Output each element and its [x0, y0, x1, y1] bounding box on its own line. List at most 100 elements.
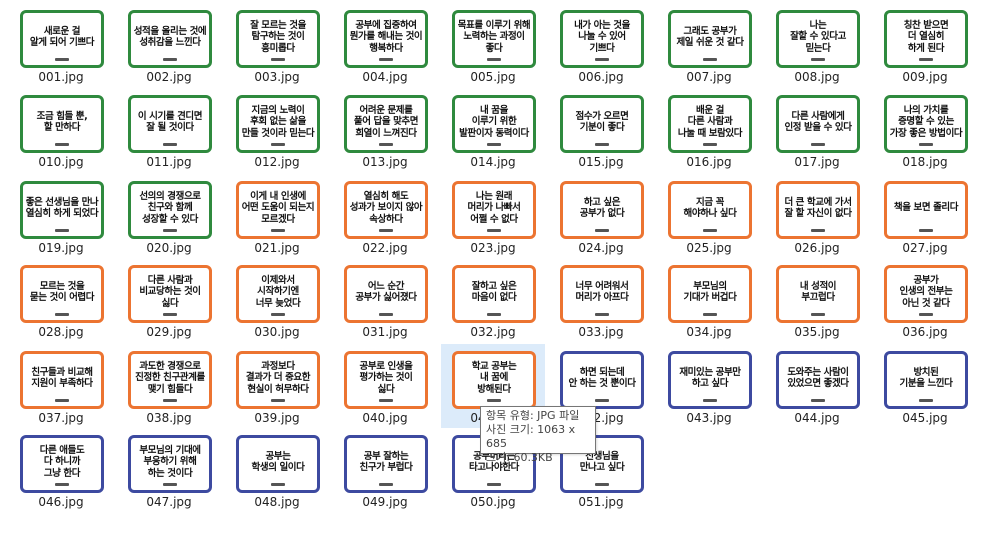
thumbnail-text: 다른 사람과 비교당하는 것이 싫다: [139, 274, 201, 309]
file-name: 005.jpg: [470, 70, 516, 84]
thumbnail-logo-icon: [919, 313, 933, 316]
file-item[interactable]: 지금 꼭 해야하나 싶다 025.jpg: [657, 174, 761, 258]
thumbnail-logo-icon: [55, 313, 69, 316]
thumbnail-logo-icon: [379, 313, 393, 316]
file-item[interactable]: 이게 내 인생에 어떤 도움이 되는지 모르겠다 021.jpg: [225, 174, 329, 258]
tooltip-file-type: 항목 유형: JPG 파일: [486, 409, 580, 422]
thumbnail-logo-icon: [487, 229, 501, 232]
thumbnail-image: 너무 어려워서 머리가 아프다: [560, 265, 644, 323]
thumbnail-text: 점수가 오르면 기분이 좋다: [575, 110, 629, 134]
thumbnail-image: 새로운 걸 알게 되어 기쁘다: [20, 10, 104, 68]
thumbnail-logo-icon: [487, 483, 501, 486]
thumbnail-image: 지금 꼭 해야하나 싶다: [668, 181, 752, 239]
thumbnail-text: 선생님을 만나고 싶다: [579, 450, 625, 474]
file-name: 031.jpg: [362, 325, 408, 339]
file-name: 029.jpg: [146, 325, 192, 339]
thumbnail-logo-icon: [271, 58, 285, 61]
thumbnail-text: 다른 애들도 다 하니까 그냥 한다: [39, 444, 85, 479]
thumbnail-logo-icon: [379, 143, 393, 146]
thumbnail-image: 내 꿈을 이루기 위한 발판이자 동력이다: [452, 95, 536, 153]
thumbnail-image: 공부에 집중하여 뭔가를 해내는 것이 행복하다: [344, 10, 428, 68]
file-item[interactable]: 다른 사람과 비교당하는 것이 싫다 029.jpg: [117, 258, 221, 342]
thumbnail-text: 조금 힘들 뿐, 할 만하다: [36, 110, 88, 134]
thumbnail-image: 나는 원래 머리가 나빠서 어쩔 수 없다: [452, 181, 536, 239]
file-name: 006.jpg: [578, 70, 624, 84]
file-item[interactable]: 내가 아는 것을 나눌 수 있어 기쁘다 006.jpg: [549, 3, 653, 87]
thumbnail-logo-icon: [919, 229, 933, 232]
thumbnail-text: 나는 원래 머리가 나빠서 어쩔 수 없다: [467, 190, 521, 225]
thumbnail-text: 친구들과 비교해 지원이 부족하다: [31, 366, 93, 390]
thumbnail-text: 새로운 걸 알게 되어 기쁘다: [29, 25, 95, 49]
file-name: 021.jpg: [254, 241, 300, 255]
thumbnail-text: 부모님의 기대가 버겁다: [683, 280, 737, 304]
thumbnail-text: 이 시기를 견디면 잘 될 것이다: [137, 110, 203, 134]
thumbnail-image: 목표를 이루기 위해 노력하는 과정이 좋다: [452, 10, 536, 68]
file-name: 049.jpg: [362, 495, 408, 509]
thumbnail-text: 성적을 올리는 것에 성취감을 느낀다: [133, 25, 207, 49]
thumbnail-text: 내가 아는 것을 나눌 수 있어 기쁘다: [574, 19, 630, 54]
thumbnail-logo-icon: [595, 483, 609, 486]
thumbnail-image: 이 시기를 견디면 잘 될 것이다: [128, 95, 212, 153]
thumbnail-text: 공부는 학생의 일이다: [251, 450, 305, 474]
file-name: 025.jpg: [686, 241, 732, 255]
thumbnail-text: 하고 싶은 공부가 없다: [579, 196, 625, 220]
thumbnail-text: 이게 내 인생에 어떤 도움이 되는지 모르겠다: [241, 190, 315, 225]
thumbnail-logo-icon: [271, 313, 285, 316]
file-name: 022.jpg: [362, 241, 408, 255]
thumbnail-text: 부모님의 기대에 부응하기 위해 하는 것이다: [139, 444, 201, 479]
thumbnail-logo-icon: [55, 229, 69, 232]
thumbnail-image: 더 큰 학교에 가서 잘 할 자신이 없다: [776, 181, 860, 239]
file-name: 027.jpg: [902, 241, 948, 255]
thumbnail-image: 좋은 선생님을 만나 열심히 하게 되었다: [20, 181, 104, 239]
file-item[interactable]: 목표를 이루기 위해 노력하는 과정이 좋다 005.jpg: [441, 3, 545, 87]
file-name: 018.jpg: [902, 155, 948, 169]
thumbnail-text: 다른 사람에게 인정 받을 수 있다: [784, 110, 852, 134]
thumbnail-text: 나는 잘할 수 있다고 믿는다: [790, 19, 846, 54]
thumbnail-text: 이제와서 시작하기엔 너무 늦었다: [255, 274, 301, 309]
thumbnail-logo-icon: [811, 58, 825, 61]
thumbnail-logo-icon: [379, 399, 393, 402]
